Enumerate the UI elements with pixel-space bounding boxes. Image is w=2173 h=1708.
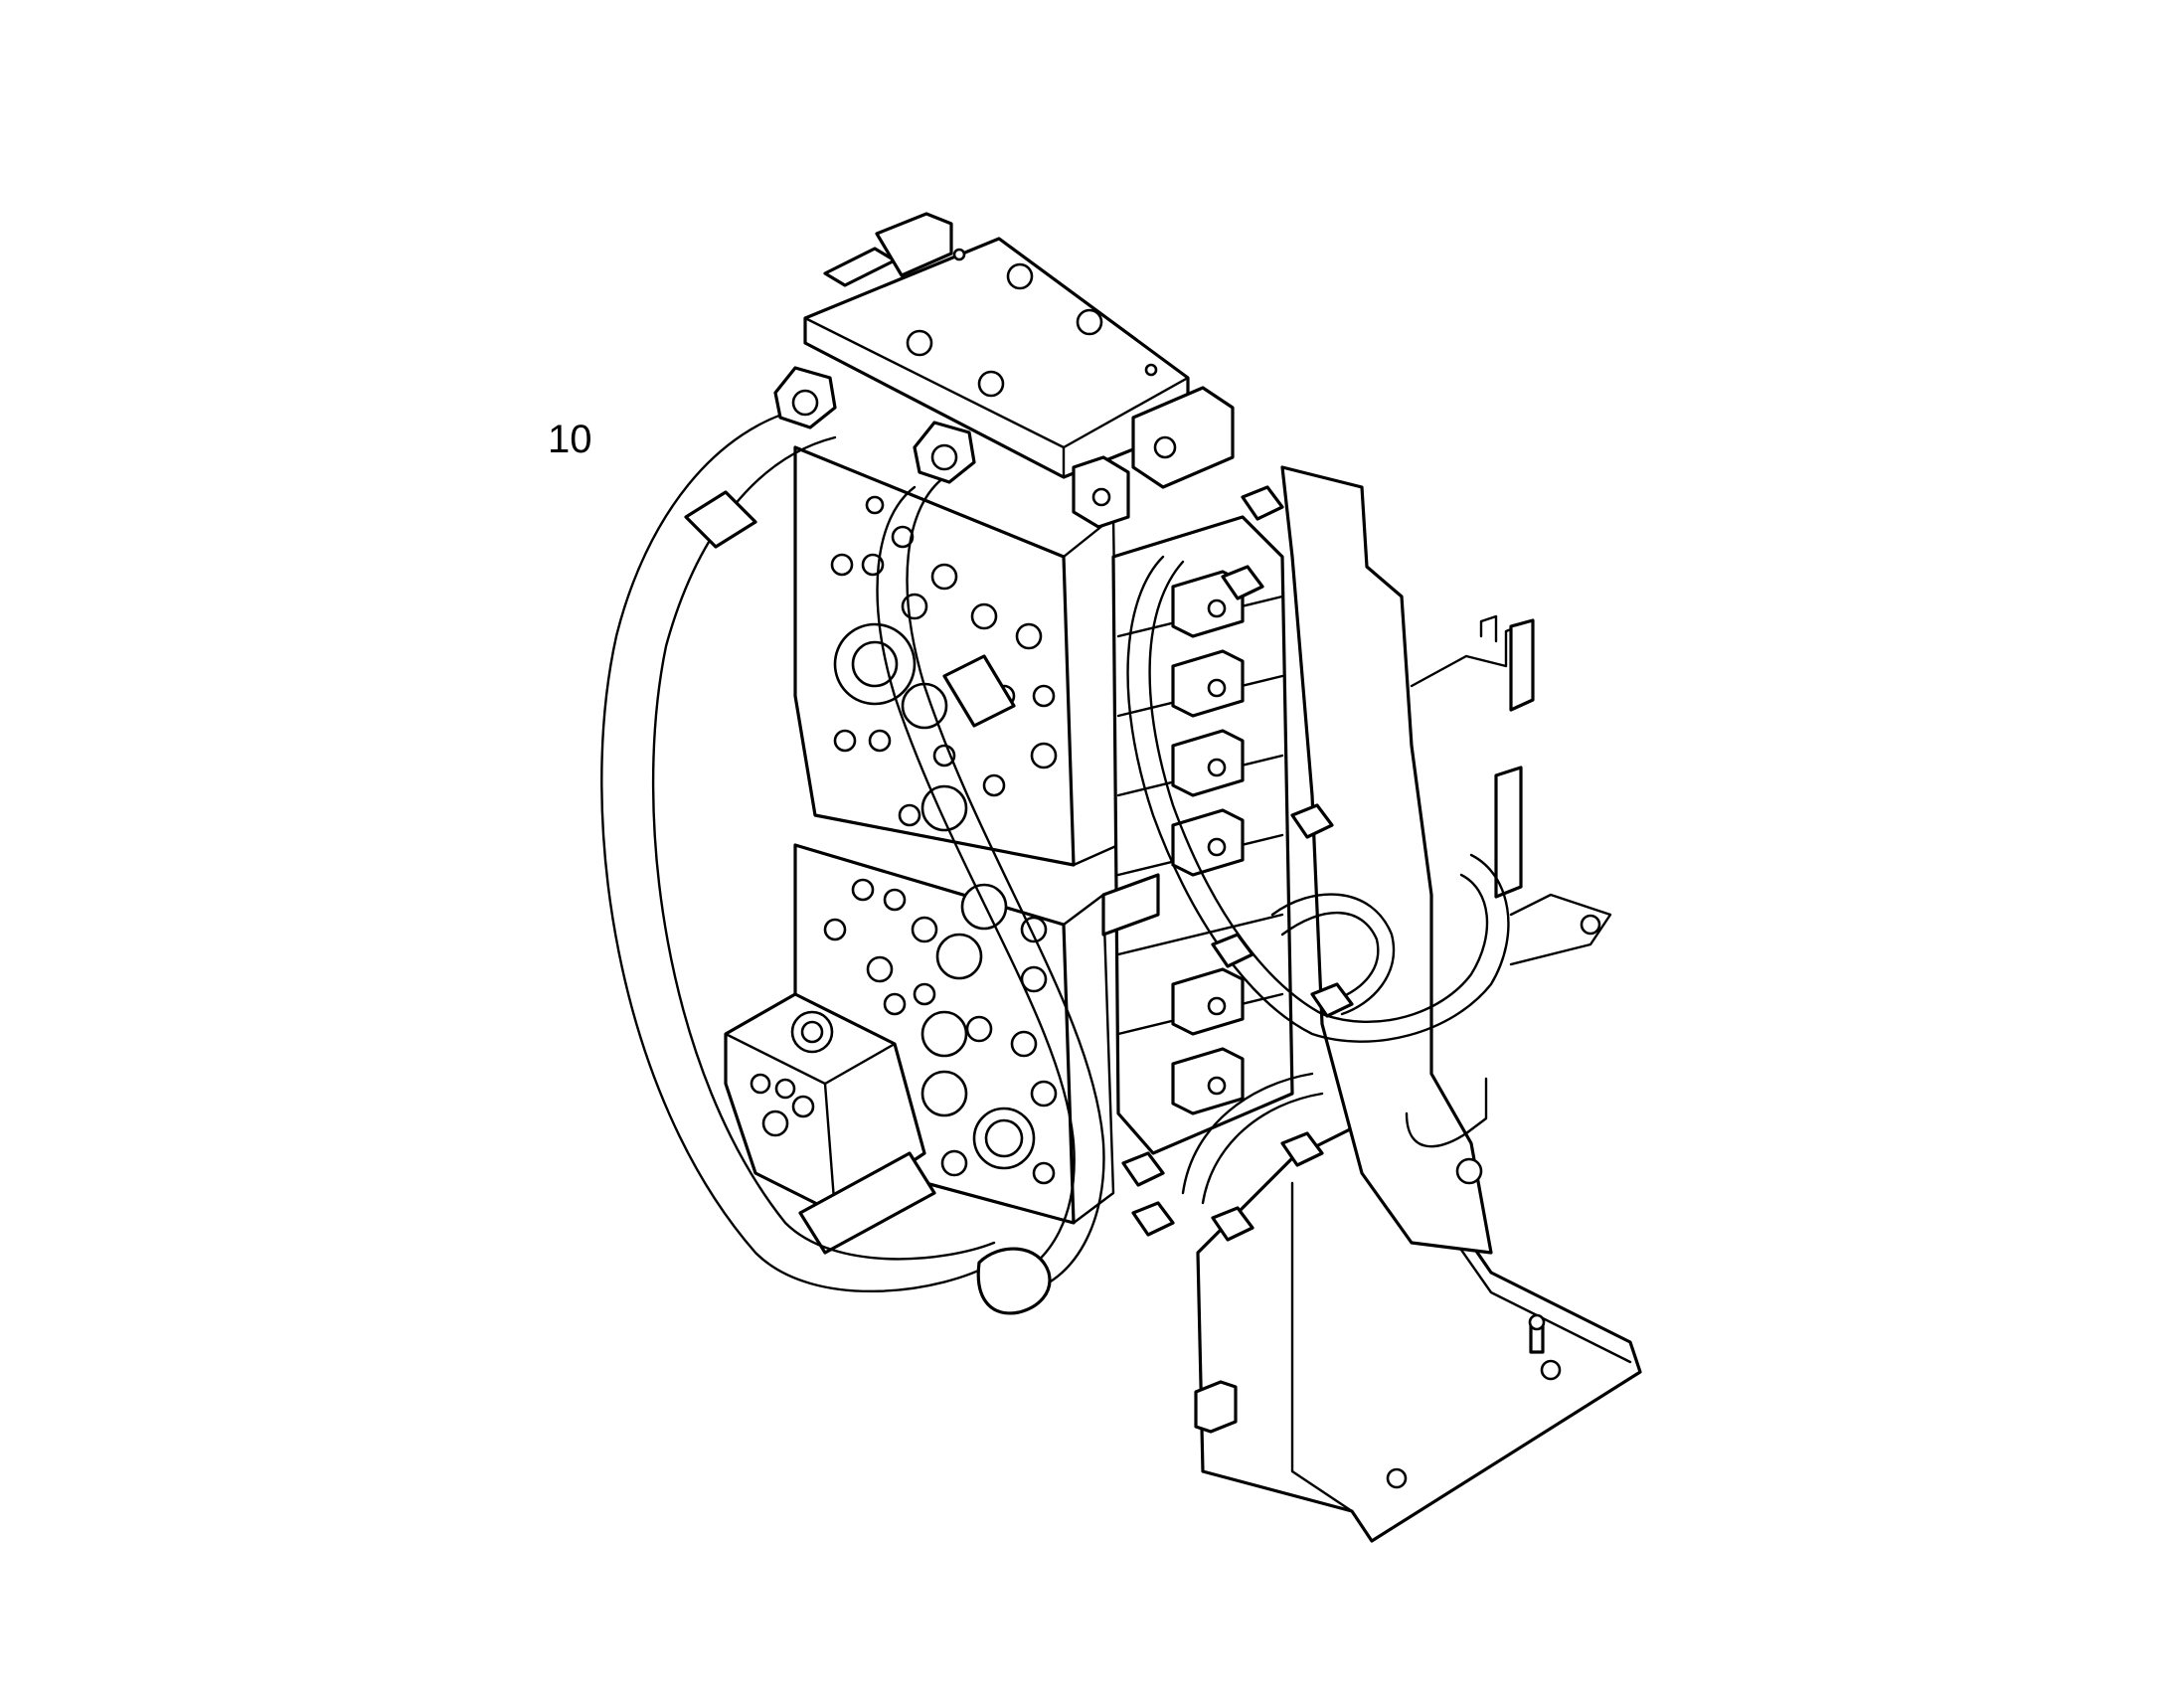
mounting-bracket <box>1194 1111 1642 1543</box>
top-manifold-block <box>803 212 1190 479</box>
fittings <box>773 366 1354 1242</box>
relief-valve-block <box>724 992 936 1255</box>
valve-body-upper <box>793 445 1120 867</box>
hydraulic-hoses <box>600 406 1510 1315</box>
rear-frame <box>1280 465 1612 1255</box>
callout-label: 10 <box>548 418 592 461</box>
